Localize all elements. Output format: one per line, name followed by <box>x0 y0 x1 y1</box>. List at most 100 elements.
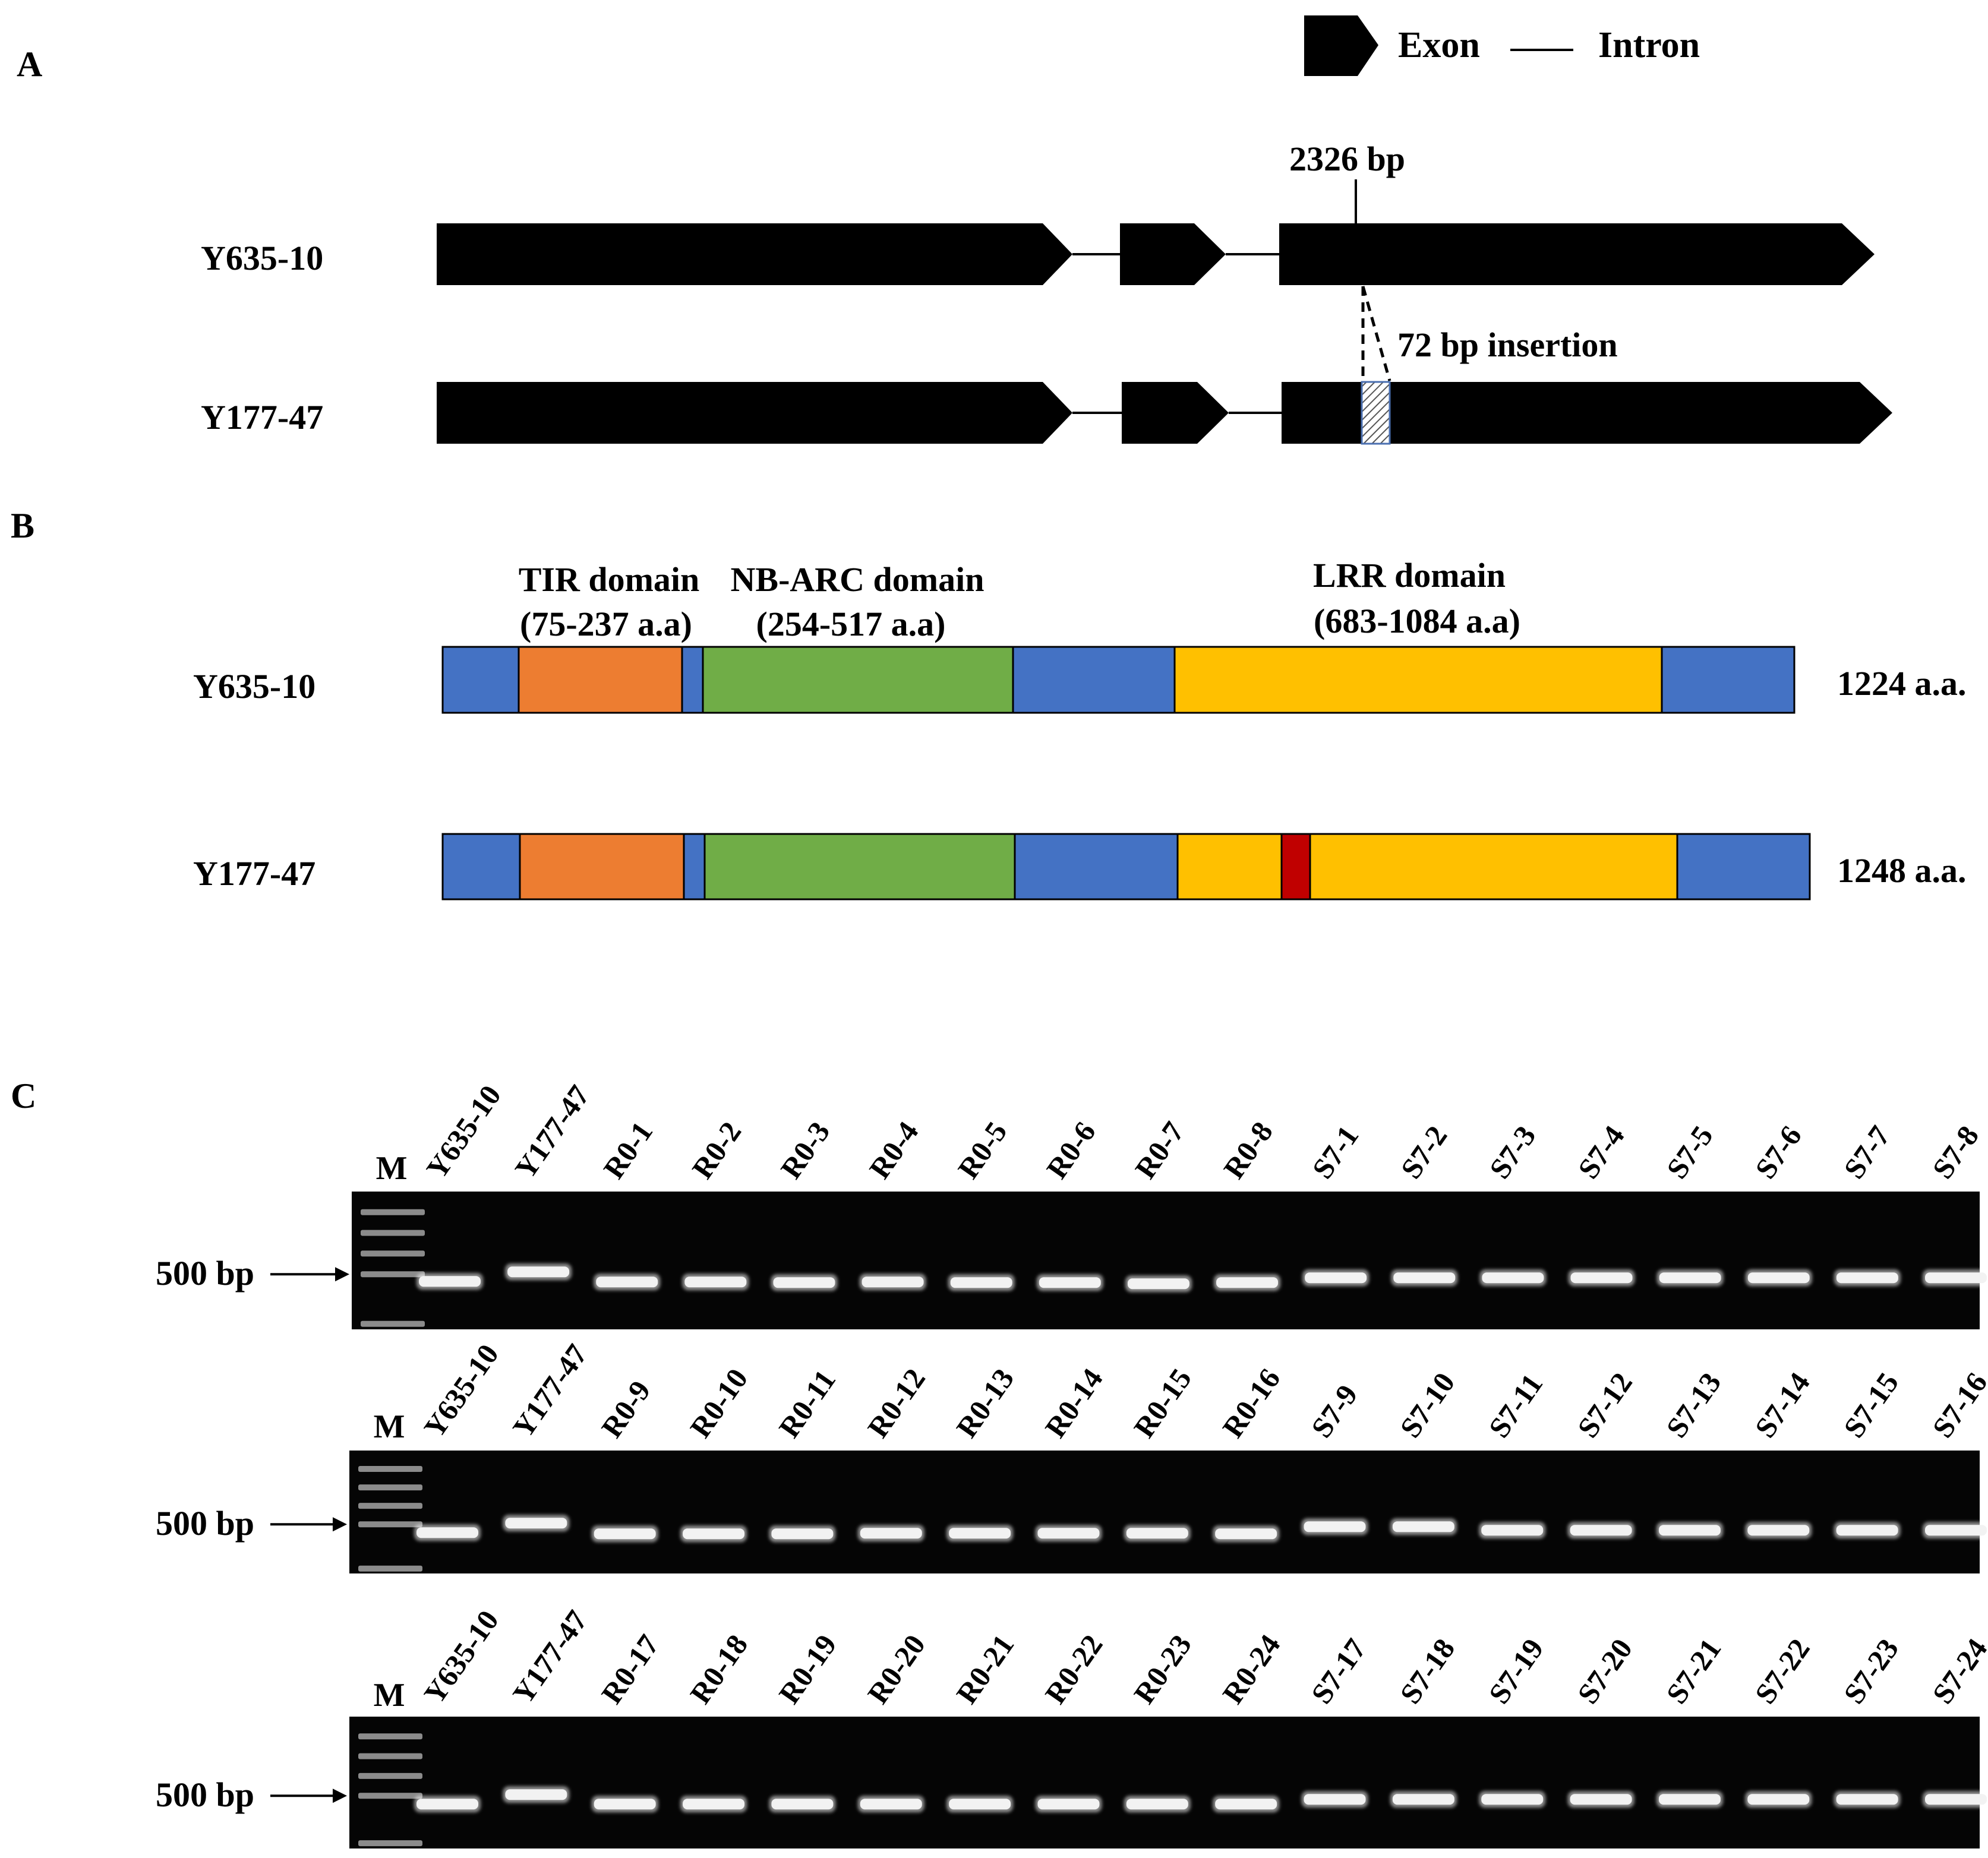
dna-band <box>862 1276 924 1288</box>
dna-band <box>1836 1525 1898 1536</box>
protein-y177-47: Y177-47 1248 a.a. <box>193 833 1967 900</box>
ladder-band <box>358 1753 422 1759</box>
dna-band <box>416 1799 478 1810</box>
tir-domain-range: (75-237 a.a) <box>520 605 692 643</box>
lrr-domain-range: (683-1084 a.a) <box>1314 602 1520 640</box>
lane-label: R0-12 <box>861 1363 932 1444</box>
exon-3 <box>1279 223 1875 285</box>
dna-band <box>419 1276 481 1287</box>
ladder-band <box>361 1250 425 1257</box>
protein-length: 1224 a.a. <box>1837 664 1967 703</box>
lane-label: S7-7 <box>1837 1120 1897 1185</box>
ladder-band <box>358 1503 422 1509</box>
lane-label: S7-22 <box>1748 1632 1816 1710</box>
ladder-band <box>358 1772 422 1779</box>
dna-band <box>1570 1525 1632 1536</box>
dna-band <box>1658 1525 1721 1536</box>
exon-legend-icon <box>1304 15 1378 76</box>
tir-domain <box>519 833 685 900</box>
insertion-guide-right <box>1361 286 1391 381</box>
lane-label: R0-11 <box>772 1364 842 1444</box>
gene-y635-10: Y635-10 2326 bp <box>201 140 1875 285</box>
tir-domain-name: TIR domain <box>519 560 700 599</box>
lane-label: R0-24 <box>1216 1629 1286 1710</box>
dna-band <box>594 1799 656 1810</box>
lane-label: R0-18 <box>683 1629 754 1710</box>
backbone-c-terminal <box>1676 833 1811 900</box>
panel-a-label: A <box>17 45 42 84</box>
ladder-band <box>358 1521 422 1528</box>
dna-band <box>416 1527 478 1538</box>
dna-band <box>507 1266 570 1278</box>
gene-name: Y177-47 <box>201 398 323 437</box>
backbone-linker-2 <box>1012 646 1176 714</box>
lane-label: R0-8 <box>1217 1116 1279 1184</box>
ladder-band <box>358 1565 422 1572</box>
marker-label: M <box>374 1408 405 1445</box>
lane-label: S7-3 <box>1483 1120 1542 1185</box>
dna-band <box>1392 1794 1454 1805</box>
ladder-band <box>358 1733 422 1740</box>
tir-domain <box>517 646 683 714</box>
lane-label: S7-17 <box>1305 1632 1372 1710</box>
dna-band <box>1747 1272 1810 1284</box>
size-arrowhead <box>333 1789 347 1803</box>
lane-label: R0-20 <box>861 1629 932 1710</box>
lane-label: S7-4 <box>1572 1120 1631 1185</box>
lrr-domain-name: LRR domain <box>1313 556 1506 595</box>
lane-label: R0-21 <box>949 1629 1020 1710</box>
dna-band <box>771 1528 834 1540</box>
dna-band <box>683 1528 745 1540</box>
lane-label: S7-10 <box>1393 1366 1461 1443</box>
dna-band <box>773 1277 835 1288</box>
dna-band <box>1127 1278 1189 1290</box>
protein-name: Y177-47 <box>193 854 315 893</box>
lane-label: S7-12 <box>1571 1366 1639 1443</box>
dna-band <box>771 1799 834 1810</box>
lane-label: Y635-10 <box>419 1079 507 1185</box>
panel-b: B TIR domain (75-237 a.a) NB-ARC domain … <box>11 506 1967 900</box>
dna-band <box>505 1789 567 1800</box>
lane-label: R0-4 <box>863 1116 925 1184</box>
dna-band <box>949 1528 1011 1539</box>
dna-band <box>1215 1528 1277 1540</box>
gene-y177-47: Y177-47 <box>201 381 1892 445</box>
lrr-domain-part-1 <box>1176 833 1283 900</box>
size-label: 500 bp <box>156 1504 254 1543</box>
dna-band <box>1747 1794 1810 1805</box>
lane-label: R0-3 <box>774 1116 837 1184</box>
lane-label: S7-5 <box>1660 1120 1719 1185</box>
ladder-band <box>358 1484 422 1491</box>
dna-band <box>505 1518 567 1529</box>
dna-band <box>1570 1272 1633 1284</box>
dna-band <box>1836 1272 1898 1284</box>
insertion-box <box>1361 381 1391 445</box>
lane-label: S7-23 <box>1837 1632 1905 1710</box>
dna-band <box>1305 1272 1367 1284</box>
gel-background <box>349 1451 1980 1573</box>
marker-label: M <box>376 1150 408 1187</box>
lane-label: R0-2 <box>685 1116 747 1184</box>
nb-arc-domain-name: NB-ARC domain <box>731 560 984 599</box>
exon-2 <box>1122 382 1229 444</box>
lane-label: S7-21 <box>1659 1632 1727 1710</box>
backbone-linker-1 <box>681 646 704 714</box>
lane-label: S7-9 <box>1305 1379 1364 1444</box>
dna-band <box>1304 1794 1366 1805</box>
lane-label: R0-7 <box>1128 1116 1191 1184</box>
lane-label: R0-22 <box>1039 1629 1109 1710</box>
ladder-band <box>361 1320 425 1327</box>
lane-label: R0-14 <box>1039 1363 1109 1444</box>
insertion-callout: 72 bp insertion <box>1361 286 1618 381</box>
backbone-linker-2 <box>1014 833 1179 900</box>
lane-label: Y177-47 <box>506 1604 594 1710</box>
panel-a: A Exon Intron Y635-10 2326 bp Y177-47 <box>17 15 1892 445</box>
dna-band <box>596 1276 658 1288</box>
backbone-n-terminal <box>441 833 521 900</box>
lane-label: R0-1 <box>597 1116 659 1184</box>
lane-label: S7-16 <box>1926 1366 1988 1443</box>
dna-band <box>1304 1521 1366 1532</box>
lrr-domain-part-2 <box>1309 833 1678 900</box>
